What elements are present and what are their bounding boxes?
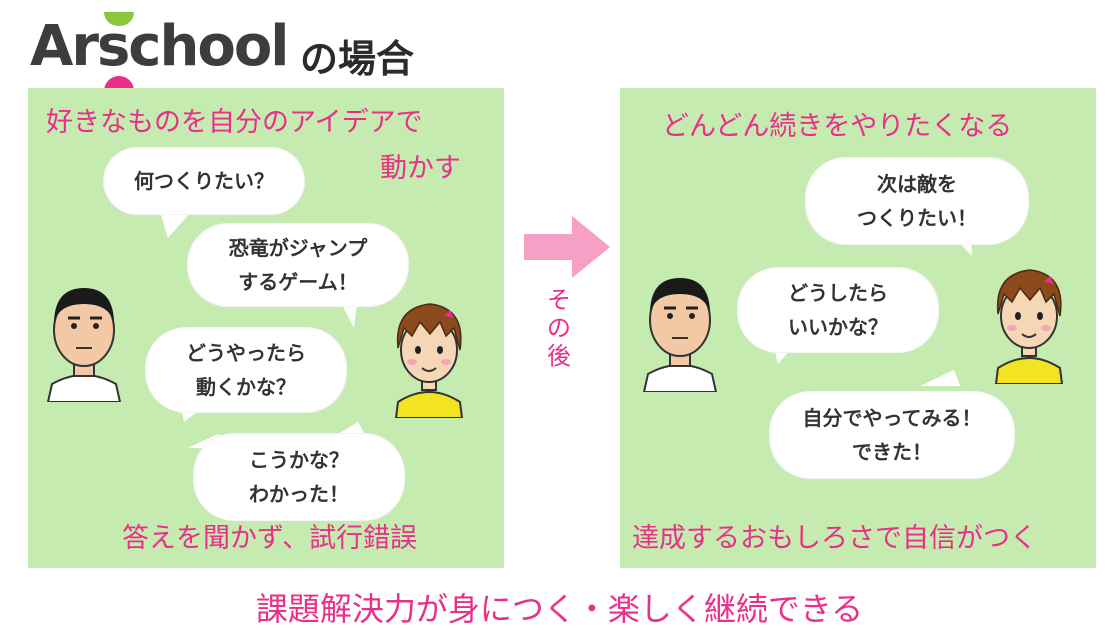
left-bubble-2: 恐竜がジャンプ するゲーム！ (188, 224, 408, 306)
bubble-text: いいかな？ (788, 315, 888, 339)
logo: Arschool の場合 (30, 6, 450, 92)
right-panel: どんどん続きをやりたくなる 次は敵を つくりたい！ どうしたら いいかな？ 自分… (620, 88, 1096, 568)
left-heading-line1: 好きなものを自分のアイデアで (46, 107, 423, 138)
right-bubble-1: 次は敵を つくりたい！ (806, 158, 1028, 244)
bubble-text: わかった！ (249, 482, 349, 506)
left-caption: 答えを聞かず、試行錯誤 (122, 523, 418, 554)
left-panel: 好きなものを自分のアイデアで 動かす 何つくりたい？ 恐竜がジャンプ するゲーム… (28, 88, 504, 568)
bubble-text: できた！ (852, 440, 932, 464)
bubble-text: 恐竜がジャンプ (228, 236, 368, 260)
bubble-text: 自分でやってみる！ (802, 406, 982, 430)
child-face-icon (994, 269, 1064, 384)
right-heading: どんどん続きをやりたくなる (662, 111, 1013, 142)
left-bubble-1: 何つくりたい？ (104, 148, 304, 214)
left-bubble-3: どうやったら 動くかな？ (146, 328, 346, 412)
bubble-text: するゲーム！ (238, 270, 358, 294)
child-face-icon (394, 303, 464, 418)
teacher-face-icon (642, 278, 718, 392)
right-bubble-2: どうしたら いいかな？ (738, 268, 938, 352)
logo-wordmark: Arschool (30, 14, 289, 79)
bubble-text: こうかな？ (249, 448, 349, 472)
bubble-text: 動くかな？ (196, 375, 296, 399)
right-arrow-icon (524, 216, 610, 278)
footer-caption: 課題解決力が身につく・楽しく継続できる (255, 590, 864, 628)
bubble-text: 何つくりたい？ (134, 169, 274, 193)
teacher-face-icon (46, 288, 122, 402)
right-bubble-3: 自分でやってみる！ できた！ (770, 392, 1014, 478)
right-caption: 達成するおもしろさで自信がつく (632, 523, 1037, 554)
left-heading-line2: 動かす (380, 153, 461, 184)
logo-suffix: の場合 (300, 37, 415, 81)
logo-green-mark (104, 12, 134, 26)
bubble-text: つくりたい！ (857, 206, 977, 230)
bubble-text: 次は敵を (877, 172, 957, 196)
transition-label: その後 (547, 286, 571, 370)
bubble-text: どうしたら (788, 281, 888, 305)
bubble-text: どうやったら (186, 341, 306, 365)
left-bubble-4: こうかな？ わかった！ (194, 434, 404, 520)
